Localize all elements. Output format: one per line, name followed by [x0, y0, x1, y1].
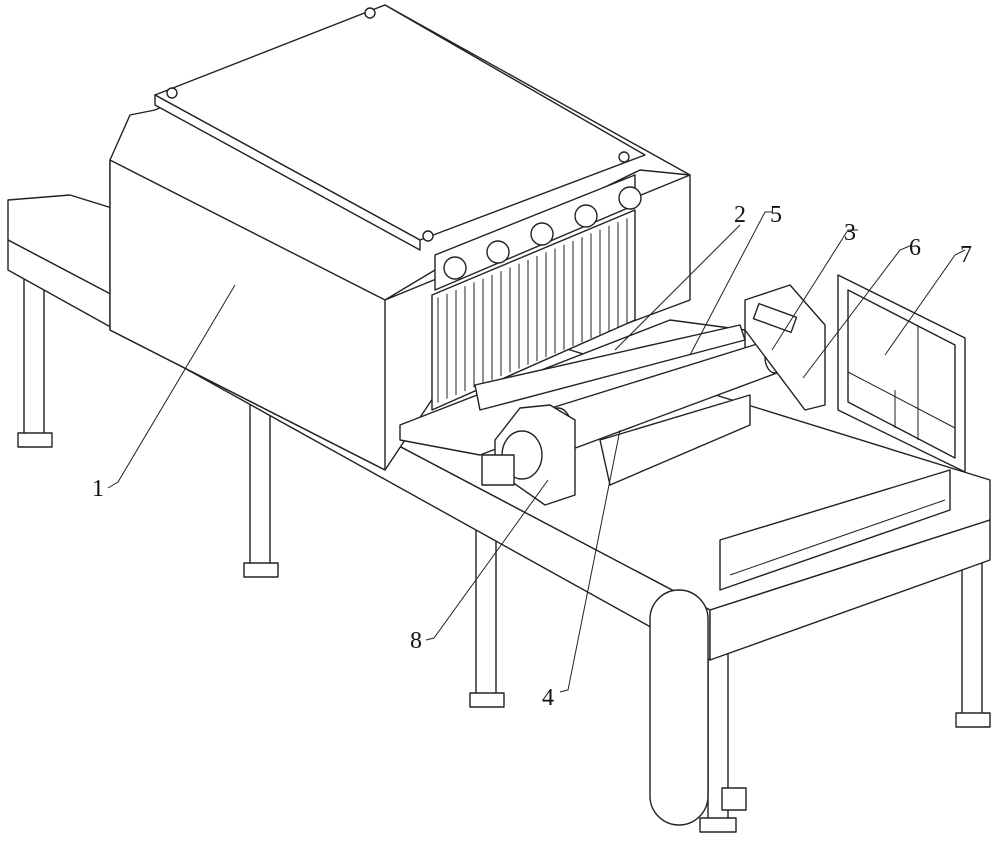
label-4: 4	[542, 685, 554, 711]
label-1: 1	[92, 476, 104, 502]
label-5: 5	[770, 202, 782, 228]
label-8: 8	[410, 628, 422, 654]
label-7: 7	[960, 242, 972, 268]
label-3: 3	[844, 220, 856, 246]
label-2: 2	[734, 202, 746, 228]
label-6: 6	[909, 235, 921, 261]
